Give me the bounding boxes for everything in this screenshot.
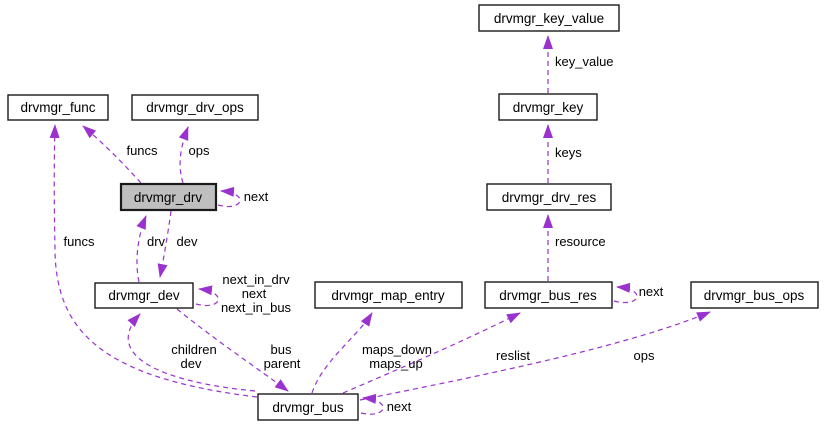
- diagram-nodes: drvmgr_func drvmgr_drv_ops drvmgr_key_va…: [7, 4, 819, 421]
- node-box-drvmgr-drv-res: [486, 183, 612, 211]
- edge-dev-self-next: [195, 285, 219, 307]
- node-drvmgr-drv-res[interactable]: drvmgr_drv_res: [486, 183, 612, 211]
- node-drvmgr-key-value[interactable]: drvmgr_key_value: [478, 4, 620, 32]
- node-box-drvmgr-bus: [257, 393, 359, 421]
- edge-label-dev: dev: [177, 234, 198, 249]
- node-label-drvmgr-bus: drvmgr_bus: [272, 400, 344, 415]
- edge-label-drv: drv: [147, 234, 166, 249]
- node-drvmgr-func[interactable]: drvmgr_func: [7, 94, 109, 121]
- edge-label-busres-next: next: [639, 284, 664, 299]
- edge-drv-self-next: [217, 186, 241, 208]
- node-box-drvmgr-drv-ops: [131, 94, 259, 121]
- edge-bus-to-func: [49, 124, 258, 398]
- node-label-drvmgr-drv: drvmgr_drv: [134, 190, 203, 205]
- node-label-drvmgr-bus-res: drvmgr_bus_res: [499, 288, 597, 303]
- edge-busres-self-next: [613, 282, 638, 304]
- node-box-drvmgr-bus-res: [484, 281, 613, 309]
- diagram-edges: [49, 35, 711, 415]
- node-box-drvmgr-drv: [119, 182, 218, 212]
- edge-label-key-value: key_value: [555, 54, 614, 69]
- edge-bus-to-dev: [127, 313, 256, 392]
- edge-label-drv-ops: ops: [189, 143, 210, 158]
- edge-dev-to-bus: [176, 308, 289, 392]
- edge-label-dev-next: next: [242, 286, 267, 301]
- node-label-drvmgr-key-value: drvmgr_key_value: [494, 11, 604, 26]
- node-drvmgr-bus-res[interactable]: drvmgr_bus_res: [484, 281, 613, 309]
- node-drvmgr-key[interactable]: drvmgr_key: [498, 93, 598, 121]
- edge-label-maps-up: maps_up: [369, 356, 422, 371]
- node-drvmgr-dev[interactable]: drvmgr_dev: [94, 282, 194, 309]
- edge-dev-to-drv: [136, 215, 147, 283]
- edge-label-next-in-drv: next_in_drv: [222, 272, 290, 287]
- diagram-edge-labels: key_value keys resource funcs ops next d…: [63, 54, 663, 414]
- node-box-drvmgr-key-value: [478, 4, 620, 32]
- edge-label-keys: keys: [555, 145, 582, 160]
- edge-label-bus-ops: ops: [634, 348, 655, 363]
- node-label-drvmgr-drv-ops: drvmgr_drv_ops: [146, 100, 244, 115]
- edge-bus-to-mapentry: [311, 312, 373, 394]
- edge-bus-to-busops: [359, 311, 711, 401]
- edge-label-parent: parent: [264, 356, 301, 371]
- node-box-drvmgr-dev: [94, 282, 194, 309]
- edge-label-resource: resource: [555, 234, 606, 249]
- edge-label-drv-funcs: funcs: [126, 143, 158, 158]
- edge-label-reslist: reslist: [496, 348, 530, 363]
- node-drvmgr-bus[interactable]: drvmgr_bus: [257, 393, 359, 421]
- edge-drv-to-func: [82, 125, 142, 184]
- edge-label-children-dev: dev: [181, 356, 202, 371]
- node-drvmgr-drv: drvmgr_drv: [119, 182, 218, 212]
- node-box-drvmgr-map-entry: [314, 281, 463, 309]
- edge-label-bus-next: next: [387, 399, 412, 414]
- node-box-drvmgr-func: [7, 94, 109, 121]
- node-drvmgr-drv-ops[interactable]: drvmgr_drv_ops: [131, 94, 259, 121]
- node-label-drvmgr-func: drvmgr_func: [20, 100, 95, 115]
- node-label-drvmgr-map-entry: drvmgr_map_entry: [331, 288, 445, 303]
- edge-bus-self-next: [360, 393, 384, 415]
- node-label-drvmgr-key: drvmgr_key: [513, 100, 584, 115]
- node-box-drvmgr-key: [498, 93, 598, 121]
- edge-label-children: children: [171, 342, 217, 357]
- edge-bus-to-busres: [342, 312, 521, 394]
- node-label-drvmgr-dev: drvmgr_dev: [108, 288, 180, 303]
- edge-label-maps-down: maps_down: [362, 342, 432, 357]
- edge-label-bus-funcs: funcs: [63, 234, 95, 249]
- node-box-drvmgr-bus-ops: [690, 281, 819, 309]
- node-label-drvmgr-drv-res: drvmgr_drv_res: [502, 190, 597, 205]
- node-drvmgr-bus-ops[interactable]: drvmgr_bus_ops: [690, 281, 819, 309]
- edge-label-drv-next: next: [244, 189, 269, 204]
- node-label-drvmgr-bus-ops: drvmgr_bus_ops: [704, 288, 805, 303]
- edge-label-bus: bus: [271, 342, 292, 357]
- node-drvmgr-map-entry[interactable]: drvmgr_map_entry: [314, 281, 463, 309]
- edge-label-next-in-bus: next_in_bus: [221, 300, 292, 315]
- edge-drv-to-drvops: [178, 126, 189, 184]
